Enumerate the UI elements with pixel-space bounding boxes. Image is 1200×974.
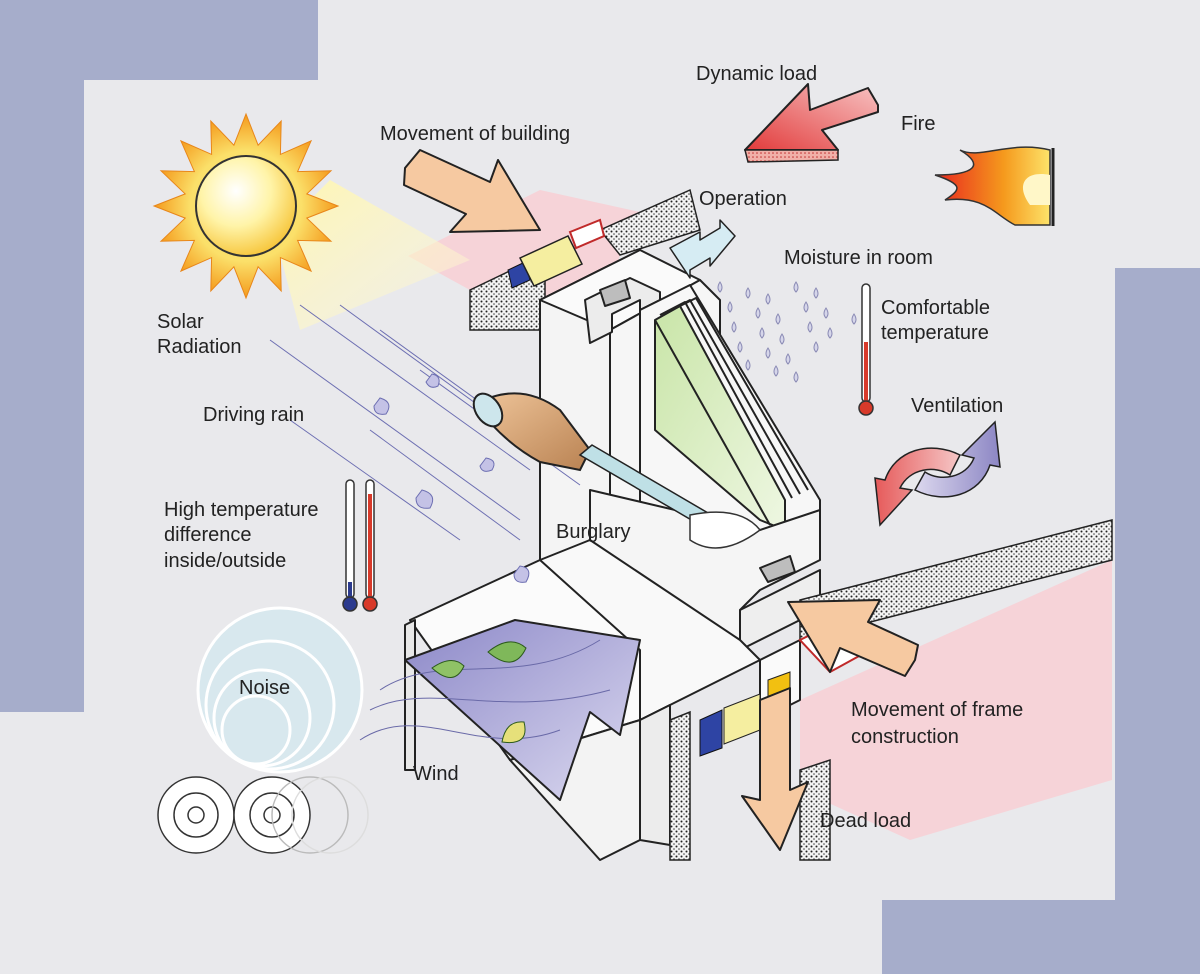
moisture-droplet [823, 307, 829, 319]
label-dynamic-load: Dynamic load [696, 63, 818, 85]
dead-load-arrow [741, 687, 809, 851]
label-comfortable-temperature-line-2: temperature [881, 322, 989, 344]
label-wind: Wind [413, 763, 459, 785]
wall-hatch-right [799, 519, 1113, 641]
moisture-droplet [765, 293, 771, 305]
wall-hatch-bottom [669, 710, 691, 861]
moisture-droplet [803, 301, 809, 313]
moisture-droplet [773, 365, 779, 377]
label-movement-of-building: Movement of building [380, 123, 571, 145]
label-comfortable-temperature-line-1: Comfortable [881, 297, 990, 319]
moisture-droplet [737, 341, 743, 353]
moisture-droplet [807, 321, 813, 333]
fire-icon [934, 146, 1055, 226]
moisture-droplet [745, 359, 751, 371]
moisture-droplet [765, 347, 771, 359]
wall-hatch-top-right [598, 188, 701, 256]
label-moisture-in-room: Moisture in room [784, 247, 933, 269]
moisture-droplet [755, 307, 761, 319]
movement-of-frame-arrow [787, 599, 919, 677]
seal-yellow-bottom [723, 693, 761, 745]
seal-red-top [568, 218, 606, 250]
label-fire: Fire [901, 113, 936, 135]
label-dead-load: Dead load [820, 810, 912, 832]
wall-pink-top [408, 190, 640, 300]
thermometer-icon [858, 283, 874, 416]
label-ventilation: Ventilation [911, 395, 1004, 417]
label-burglary: Burglary [556, 521, 631, 543]
leaf-icons [431, 641, 527, 744]
seal-yellow-top [518, 235, 584, 287]
dynamic-load-arrow [744, 83, 879, 151]
moisture-droplet [731, 321, 737, 333]
raindrop-icons [373, 373, 530, 583]
ventilation-arrows-icon [874, 420, 1001, 527]
corner-block-top-left [0, 0, 318, 712]
moisture-droplet [793, 281, 799, 293]
screwdriver-icon [472, 392, 762, 549]
thermometer-icons-outside [342, 479, 378, 612]
label-movement-of-frame-line-1: Movement of frame [851, 699, 1024, 721]
moisture-droplet [745, 287, 751, 299]
label-solar-radiation-line-1: Solar [157, 311, 204, 333]
label-high-temperature-line-2: difference [164, 524, 252, 546]
label-operation: Operation [699, 188, 787, 210]
noise-rings [196, 606, 364, 774]
moisture-droplet [813, 341, 819, 353]
moisture-droplet [813, 287, 819, 299]
moisture-droplets [717, 281, 857, 383]
moisture-droplet [785, 353, 791, 365]
window-frame [404, 249, 821, 861]
label-solar-radiation-line-2: Radiation [157, 336, 242, 358]
moisture-droplet [727, 301, 733, 313]
moisture-droplet [717, 281, 723, 293]
label-high-temperature-line-1: High temperature [164, 499, 319, 521]
label-noise: Noise [239, 677, 291, 699]
moisture-droplet [759, 327, 765, 339]
movement-of-building-arrow [403, 149, 541, 233]
sun-icon [152, 112, 340, 300]
wall-pink-right [800, 560, 1112, 840]
sun-beam [275, 180, 470, 330]
dynamic-load-arrow-side [744, 149, 839, 163]
operation-arrow [669, 219, 736, 279]
label-movement-of-frame-line-2: construction [851, 726, 959, 748]
label-driving-rain: Driving rain [203, 404, 305, 426]
seal-blue-bottom [699, 709, 723, 757]
moisture-droplet [851, 313, 857, 325]
moisture-droplet [793, 371, 799, 383]
label-high-temperature-line-3: inside/outside [164, 550, 287, 572]
wheel-icons [157, 776, 369, 854]
corner-block-bottom-right [882, 268, 1200, 974]
moisture-droplet [775, 313, 781, 325]
moisture-droplet [827, 327, 833, 339]
moisture-droplet [779, 333, 785, 345]
wind-arrow [359, 619, 641, 801]
